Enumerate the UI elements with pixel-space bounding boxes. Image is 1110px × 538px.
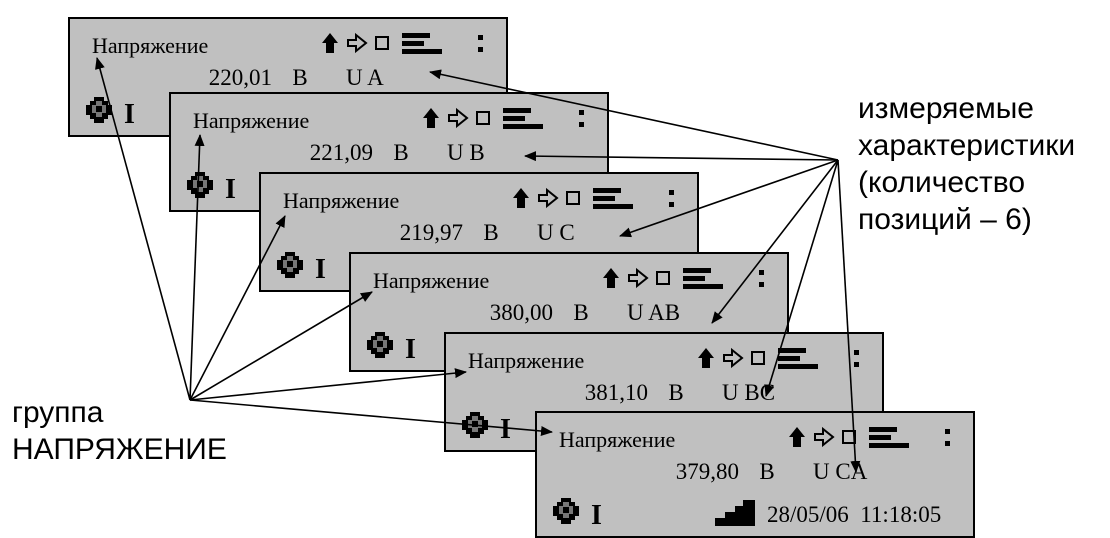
panel-title: Напряжение <box>559 427 676 452</box>
indicator-label: I <box>591 500 602 531</box>
status-icons <box>789 423 959 451</box>
right-arrow-icon <box>448 107 469 129</box>
up-arrow-icon <box>423 108 439 128</box>
gear-icon <box>367 332 393 358</box>
arrow-to-title-5 <box>189 368 467 401</box>
gear-icon <box>86 97 112 123</box>
reading-unit: В <box>292 65 308 90</box>
reading-param: U AB <box>627 300 681 325</box>
reading-value: 219,97 <box>399 220 463 245</box>
reading-param: U BC <box>722 380 776 405</box>
reading-param: U CA <box>813 459 868 484</box>
reading-unit: В <box>759 459 775 484</box>
reading-unit: В <box>573 300 589 325</box>
reading-unit: В <box>483 220 499 245</box>
up-arrow-icon <box>513 188 529 208</box>
square-icon <box>656 271 670 285</box>
reading-value: 381,10 <box>584 380 648 405</box>
screen-panel-uca: Напряжение 379,80 В U CA I 28/05/06 11:18:… <box>535 411 975 538</box>
square-icon <box>476 111 490 125</box>
square-icon <box>375 36 389 50</box>
status-icons <box>603 264 773 292</box>
up-arrow-icon <box>603 268 619 288</box>
reading: 380,00 В U AB <box>461 300 680 326</box>
colon-icon <box>945 429 950 446</box>
reading: 221,09 В U B <box>281 140 485 166</box>
caption-line: НАПРЯЖЕНИЕ <box>12 433 227 466</box>
colon-icon <box>579 110 584 127</box>
bars-icon <box>402 33 442 54</box>
caption-line: характеристики <box>858 129 1076 162</box>
panel-title: Напряжение <box>283 188 400 213</box>
colon-icon <box>854 350 859 367</box>
group-caption: группа НАПРЯЖЕНИЕ <box>12 394 227 468</box>
panel-title: Напряжение <box>193 108 310 133</box>
reading-unit: В <box>393 140 409 165</box>
indicator-label: I <box>500 414 511 445</box>
reading-value: 220,01 <box>208 65 272 90</box>
reading: 220,01 В U A <box>180 65 384 91</box>
reading-param: U B <box>447 140 485 165</box>
right-arrow-icon <box>723 347 744 369</box>
caption-line: измеряемые <box>858 92 1034 125</box>
panel-title: Напряжение <box>468 348 585 373</box>
right-arrow-icon <box>347 32 368 54</box>
arrow-to-title-4 <box>189 291 373 401</box>
right-arrow-icon <box>538 187 559 209</box>
gear-icon <box>553 498 579 524</box>
colon-icon <box>669 190 674 207</box>
status-icons <box>513 184 683 212</box>
status-icons <box>322 29 492 57</box>
up-arrow-icon <box>698 348 714 368</box>
square-icon <box>842 430 856 444</box>
datetime: 28/05/06 11:18:05 <box>767 502 942 527</box>
caption-line: позиций – 6) <box>858 203 1032 236</box>
reading-param: U C <box>537 220 575 245</box>
reading-value: 380,00 <box>489 300 553 325</box>
colon-icon <box>759 270 764 287</box>
bars-icon <box>503 108 543 129</box>
reading-param: U A <box>346 65 384 90</box>
indicator-label: I <box>405 334 416 365</box>
square-icon <box>751 351 765 365</box>
up-arrow-icon <box>789 427 805 447</box>
status-icons <box>423 104 593 132</box>
measured-characteristics-caption: измеряемые характеристики (количество по… <box>858 90 1075 238</box>
reading: 381,10 В U BC <box>556 380 775 406</box>
reading-value: 379,80 <box>675 459 739 484</box>
indicator-label: I <box>124 99 135 130</box>
status-icons <box>698 344 868 372</box>
panel-title: Напряжение <box>92 33 209 58</box>
reading-unit: В <box>668 380 684 405</box>
gear-icon <box>462 412 488 438</box>
square-icon <box>566 191 580 205</box>
bars-icon <box>869 427 909 448</box>
indicator-label: I <box>315 254 326 285</box>
caption-line: (количество <box>858 166 1026 199</box>
gear-icon <box>277 252 303 278</box>
right-arrow-icon <box>814 426 835 448</box>
reading: 219,97 В U C <box>371 220 575 246</box>
up-arrow-icon <box>322 33 338 53</box>
bars-icon <box>683 268 723 289</box>
stairs-icon <box>715 500 755 526</box>
bars-icon <box>778 348 818 369</box>
caption-line: группа <box>12 396 104 429</box>
colon-icon <box>478 35 483 52</box>
reading-value: 221,09 <box>309 140 373 165</box>
bars-icon <box>593 188 633 209</box>
panel-title: Напряжение <box>373 268 490 293</box>
reading: 379,80 В U CA <box>647 459 868 485</box>
indicator-label: I <box>225 174 236 205</box>
right-arrow-icon <box>628 267 649 289</box>
gear-icon <box>187 172 213 198</box>
